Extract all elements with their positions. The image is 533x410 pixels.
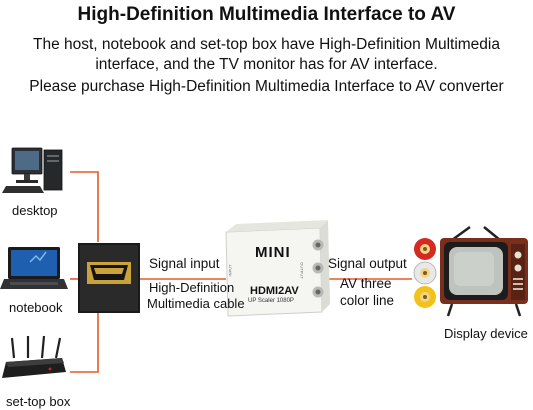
settop-box-icon	[2, 335, 66, 378]
converter-subtitle: UP Scaler 1080P	[248, 298, 294, 304]
converter-brand: MINI	[255, 244, 291, 261]
label-desktop: desktop	[12, 203, 58, 218]
label-av-line-1: AV three	[340, 276, 392, 291]
label-notebook: notebook	[9, 300, 63, 315]
label-cable-line-1: High-Definition	[149, 280, 235, 295]
converter-output-side-label: OUTPUT	[299, 262, 305, 279]
description-line-3: Please purchase High-Definition Multimed…	[29, 78, 504, 95]
label-display-device: Display device	[444, 326, 528, 341]
wire-settop	[70, 312, 99, 373]
source-wires	[70, 171, 412, 373]
wire-desktop	[70, 171, 99, 242]
rca-plugs	[413, 238, 437, 308]
label-cable-line-2: Multimedia cable	[147, 296, 245, 311]
desktop-icon	[2, 147, 63, 193]
notebook-icon	[0, 247, 68, 289]
converter-input-side-label: INPUT	[227, 264, 233, 277]
converter-model: HDMI2AV	[250, 285, 299, 297]
label-signal-output: Signal output	[328, 256, 407, 271]
label-av-line-2: color line	[340, 293, 395, 308]
page-title: High-Definition Multimedia Interface to …	[77, 4, 456, 25]
description-line-2: interface, and the TV monitor has for AV…	[95, 56, 438, 73]
hdmi-connector-icon	[78, 243, 140, 313]
description-line-1: The host, notebook and set-top box have …	[33, 36, 500, 53]
label-settop-box: set-top box	[6, 394, 71, 409]
converter-box	[225, 220, 330, 317]
display-tv-icon	[440, 225, 528, 317]
label-signal-input: Signal input	[149, 256, 220, 271]
